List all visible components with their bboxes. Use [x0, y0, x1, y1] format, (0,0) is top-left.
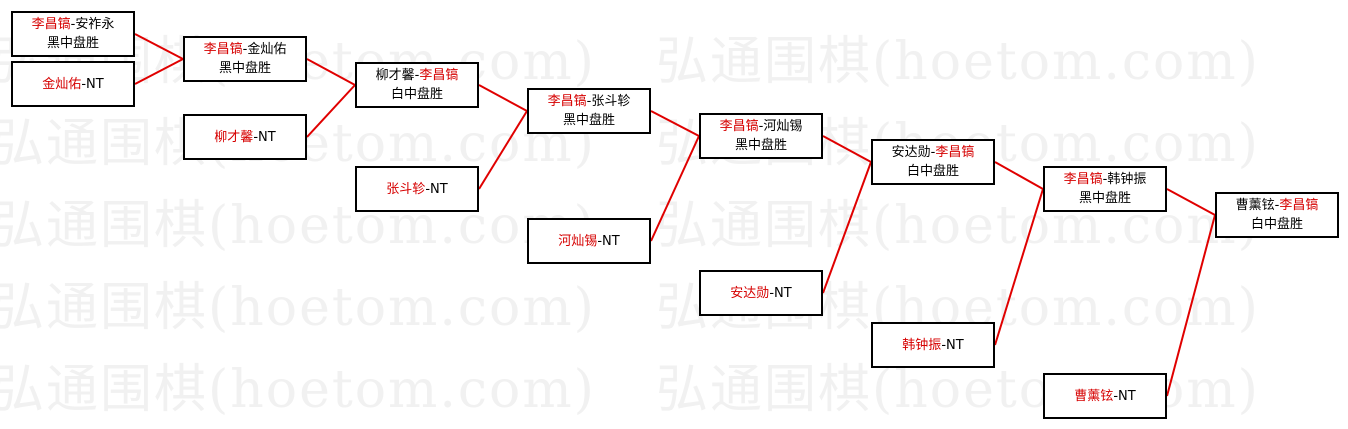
separator: - [1274, 198, 1280, 213]
player-name: NT [1118, 388, 1136, 404]
player-name: 李昌镐 [935, 145, 975, 160]
player-name: NT [86, 76, 104, 92]
player-name: 柳才馨 [375, 68, 415, 83]
player-name: 金灿佑 [42, 76, 82, 92]
game-box: 李昌镐-张斗轸 黑中盘胜 [527, 88, 651, 134]
matchup-line: 柳才馨-李昌镐 [376, 66, 459, 85]
matchup-line: 李昌镐-张斗轸 [548, 92, 631, 111]
game-box: 曹薰铉-李昌镐 白中盘胜 [1215, 192, 1339, 238]
connector-line [306, 58, 356, 86]
connector-line [134, 33, 184, 60]
separator: - [941, 337, 947, 353]
player-name: 李昌镐 [547, 94, 587, 109]
game-result: 黑中盘胜 [734, 138, 787, 153]
separator: - [769, 285, 775, 301]
game-result: 黑中盘胜 [218, 61, 271, 76]
game-box: 李昌镐-韩钟振 黑中盘胜 [1043, 166, 1167, 212]
game-box: 河灿锡-NT [527, 218, 651, 264]
player-name: 李昌镐 [419, 68, 459, 83]
game-result: 白中盘胜 [906, 164, 959, 179]
player-name: NT [774, 285, 792, 301]
player-name: 金灿佑 [247, 42, 287, 57]
connector-line [822, 135, 872, 163]
player-name: NT [602, 233, 620, 249]
separator: - [930, 145, 936, 160]
separator: - [1102, 172, 1108, 187]
player-name: 张斗轸 [591, 94, 631, 109]
game-box: 李昌镐-河灿锡 黑中盘胜 [699, 113, 823, 159]
game-box: 李昌镐-安祚永 黑中盘胜 [11, 11, 135, 57]
player-name: 河灿锡 [558, 233, 598, 249]
game-box: 柳才馨-李昌镐 白中盘胜 [355, 62, 479, 108]
matchup-line: 张斗轸-NT [386, 180, 447, 199]
separator: - [242, 42, 248, 57]
matchup-line: 柳才馨-NT [214, 128, 275, 147]
connector-line [650, 110, 700, 137]
player-name: NT [430, 181, 448, 197]
matchup-line: 曹薰铉-NT [1074, 387, 1135, 406]
player-name: 李昌镐 [1063, 172, 1103, 187]
game-result: 白中盘胜 [1250, 217, 1303, 232]
game-box: 韩钟振-NT [871, 322, 995, 368]
connector-line [478, 84, 528, 112]
player-name: 李昌镐 [31, 17, 71, 32]
game-box: 金灿佑-NT [11, 61, 135, 107]
player-name: 曹薰铉 [1074, 388, 1114, 404]
player-name: NT [946, 337, 964, 353]
game-box: 李昌镐-金灿佑 黑中盘胜 [183, 36, 307, 82]
player-name: 韩钟振 [902, 337, 942, 353]
player-name: 河灿锡 [763, 119, 803, 134]
matchup-line: 李昌镐-安祚永 [32, 15, 115, 34]
player-name: 李昌镐 [719, 119, 759, 134]
connector-line [650, 135, 700, 242]
connector-line [478, 110, 528, 190]
connector-line [1166, 188, 1216, 216]
connector-line [822, 161, 872, 294]
player-name: 曹薰铉 [1235, 198, 1275, 213]
matchup-line: 安达勋-李昌镐 [892, 143, 975, 162]
separator: - [597, 233, 603, 249]
game-result: 白中盘胜 [390, 87, 443, 102]
game-box: 曹薰铉-NT [1043, 373, 1167, 419]
game-result: 黑中盘胜 [46, 36, 99, 51]
separator: - [586, 94, 592, 109]
player-name: 安达勋 [730, 285, 770, 301]
player-name: NT [258, 129, 276, 145]
game-box: 安达勋-NT [699, 270, 823, 316]
player-name: 李昌镐 [203, 42, 243, 57]
game-box: 安达勋-李昌镐 白中盘胜 [871, 139, 995, 185]
matchup-line: 河灿锡-NT [558, 232, 619, 251]
game-result: 黑中盘胜 [562, 113, 615, 128]
separator: - [81, 76, 87, 92]
player-name: 韩钟振 [1107, 172, 1147, 187]
connector-line [1166, 214, 1216, 397]
game-box: 张斗轸-NT [355, 166, 479, 212]
separator: - [70, 17, 76, 32]
matchup-line: 李昌镐-河灿锡 [720, 117, 803, 136]
player-name: 安祚永 [75, 17, 115, 32]
separator: - [1113, 388, 1119, 404]
matchup-line: 曹薰铉-李昌镐 [1236, 196, 1319, 215]
player-name: 安达勋 [891, 145, 931, 160]
separator: - [253, 129, 259, 145]
game-result: 黑中盘胜 [1078, 191, 1131, 206]
separator: - [758, 119, 764, 134]
connector-line [994, 188, 1044, 346]
player-name: 张斗轸 [386, 181, 426, 197]
connector-line [306, 84, 356, 138]
matchup-line: 李昌镐-金灿佑 [204, 40, 287, 59]
game-box: 柳才馨-NT [183, 114, 307, 160]
player-name: 柳才馨 [214, 129, 254, 145]
connector-line [994, 161, 1044, 190]
separator: - [414, 68, 420, 83]
matchup-line: 金灿佑-NT [42, 75, 103, 94]
separator: - [425, 181, 431, 197]
matchup-line: 安达勋-NT [730, 284, 791, 303]
connector-line [134, 58, 184, 85]
player-name: 李昌镐 [1279, 198, 1319, 213]
matchup-line: 李昌镐-韩钟振 [1064, 170, 1147, 189]
matchup-line: 韩钟振-NT [902, 336, 963, 355]
